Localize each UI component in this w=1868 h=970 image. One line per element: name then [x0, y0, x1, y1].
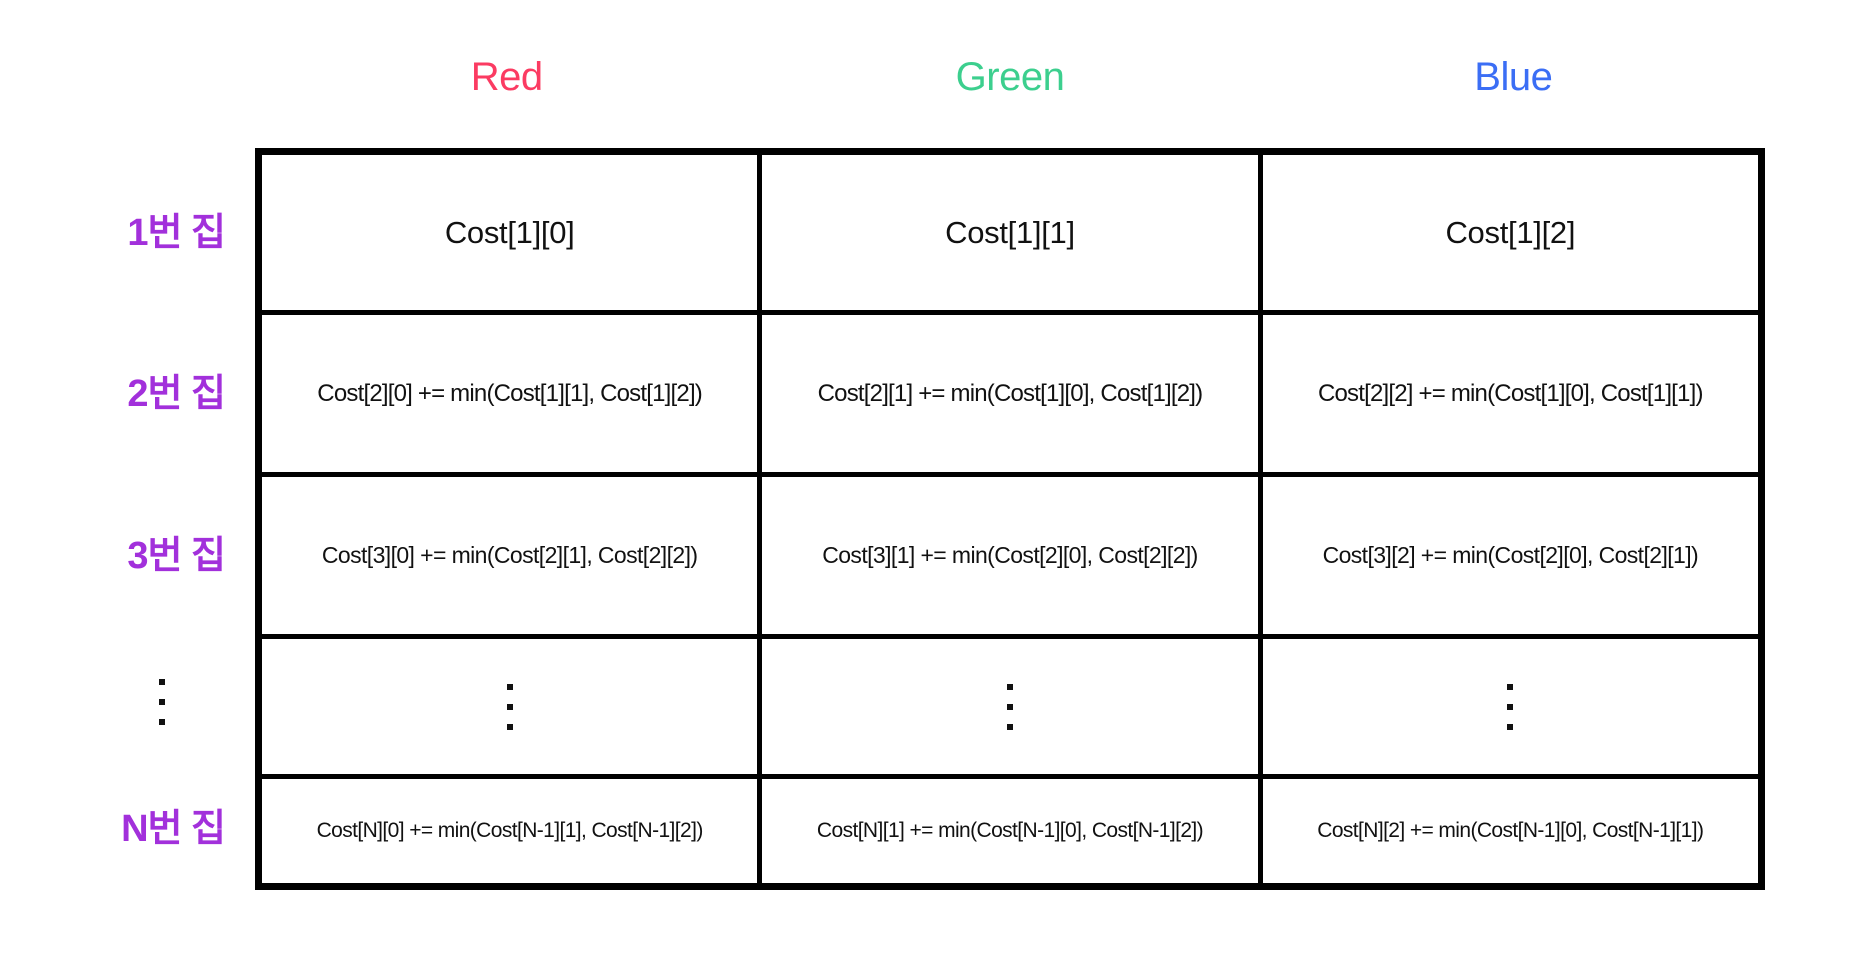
cell-house2-red: Cost[2][0] += min(Cost[1][1], Cost[1][2]…: [262, 315, 763, 472]
row-label-house-n: N번 집: [121, 807, 226, 850]
cell-house3-red: Cost[3][0] += min(Cost[2][1], Cost[2][2]…: [262, 477, 763, 634]
table-row-house-3: Cost[3][0] += min(Cost[2][1], Cost[2][2]…: [262, 477, 1758, 639]
cell-house1-red: Cost[1][0]: [262, 155, 763, 310]
row-label-column: 1번 집 2번 집 3번 집 N번 집: [10, 148, 245, 890]
row-label-house-1: 1번 집: [127, 211, 226, 254]
vertical-ellipsis-icon: [506, 677, 513, 737]
cell-housen-green: Cost[N][1] += min(Cost[N-1][0], Cost[N-1…: [762, 779, 1263, 883]
row-label-house-3: 3번 집: [127, 534, 226, 577]
vertical-ellipsis-icon: [1507, 677, 1514, 737]
table-row-house-n: Cost[N][0] += min(Cost[N-1][1], Cost[N-1…: [262, 779, 1758, 883]
cell-housen-blue: Cost[N][2] += min(Cost[N-1][0], Cost[N-1…: [1317, 819, 1704, 842]
column-header-row: Red Green Blue: [255, 42, 1765, 112]
cell-ellipsis-green: [762, 639, 1263, 774]
cell-ellipsis-blue: [1263, 639, 1758, 774]
table-row-ellipsis: [262, 639, 1758, 779]
column-header-blue: Blue: [1474, 55, 1553, 99]
cell-house3-green: Cost[3][1] += min(Cost[2][0], Cost[2][2]…: [762, 477, 1263, 634]
table-row-house-2: Cost[2][0] += min(Cost[1][1], Cost[1][2]…: [262, 315, 1758, 477]
cell-ellipsis-red: [262, 639, 763, 774]
row-label-house-2: 2번 집: [127, 372, 226, 415]
column-header-green: Green: [955, 55, 1065, 99]
vertical-ellipsis-icon: [1006, 677, 1013, 737]
row-label-ellipsis: [10, 632, 245, 772]
cell-house1-blue: Cost[1][2]: [1445, 214, 1576, 250]
column-header-red: Red: [470, 55, 543, 99]
cell-house2-blue: Cost[2][2] += min(Cost[1][0], Cost[1][1]…: [1317, 379, 1704, 407]
cell-house2-green: Cost[2][1] += min(Cost[1][0], Cost[1][2]…: [762, 315, 1263, 472]
vertical-ellipsis-icon: [159, 672, 165, 732]
cell-housen-red: Cost[N][0] += min(Cost[N-1][1], Cost[N-1…: [262, 779, 763, 883]
cell-house1-green: Cost[1][1]: [762, 155, 1263, 310]
dp-cost-table: Cost[1][0] Cost[1][1] Cost[1][2] Cost[2]…: [255, 148, 1765, 890]
table-row-house-1: Cost[1][0] Cost[1][1] Cost[1][2]: [262, 155, 1758, 315]
cell-house3-blue: Cost[3][2] += min(Cost[2][0], Cost[2][1]…: [1322, 542, 1699, 568]
